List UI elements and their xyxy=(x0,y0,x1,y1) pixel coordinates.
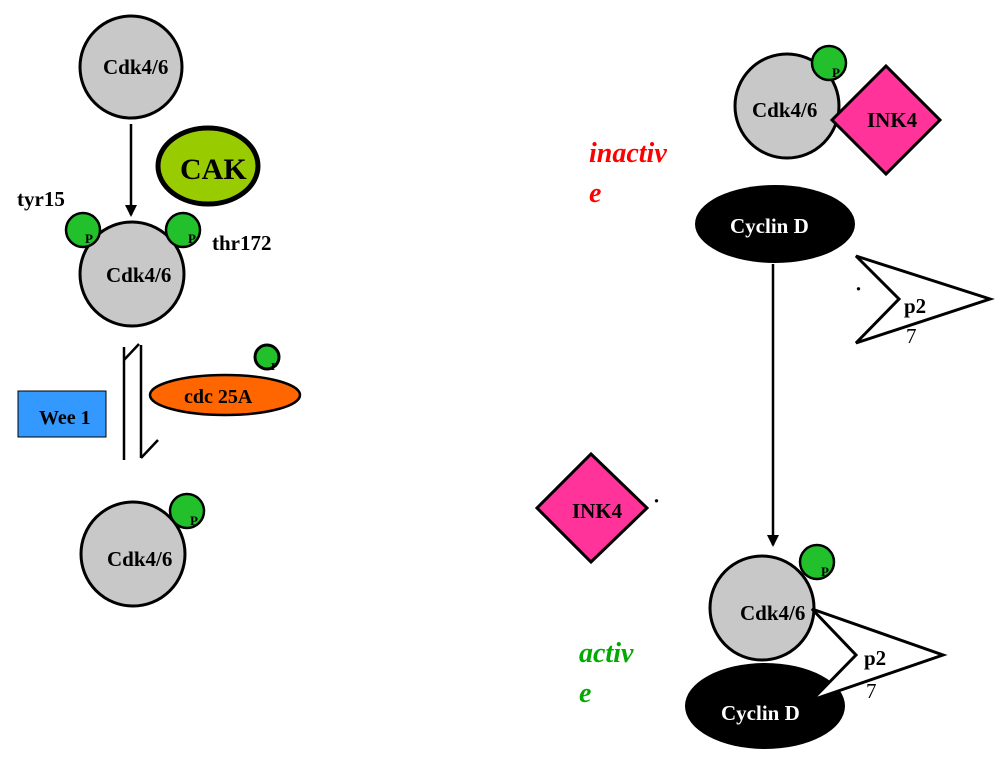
inactive-label-line2: e xyxy=(589,178,601,209)
phosphate-active-label: P xyxy=(821,564,829,579)
equilibrium-arrows xyxy=(122,343,159,460)
cdk-top-label: Cdk4/6 xyxy=(103,55,168,79)
cdc25a-ellipse xyxy=(148,373,302,417)
cdc25a-phosphatase: cdc 25A P xyxy=(148,343,302,417)
p27-free-label-b: 7 xyxy=(906,324,917,348)
phosphate-thr172-label: P xyxy=(188,231,196,246)
p27-bound-icon xyxy=(810,607,948,702)
inactive-complex: P INK4 Cdk4/6 xyxy=(733,44,943,177)
wee1-label: Wee 1 xyxy=(39,407,91,429)
ink4-free: INK4 · xyxy=(534,451,660,565)
inactive-label-line1: inactiv xyxy=(589,138,667,169)
cdc25a-label: cdc 25A xyxy=(184,386,253,408)
ink4-bound-label: INK4 xyxy=(867,108,918,132)
wee1-kinase: Wee 1 xyxy=(17,390,107,438)
p27-free-label-a: p2 xyxy=(904,294,926,318)
p27-bound-label-a: p2 xyxy=(864,646,886,670)
cdk-mid-circle xyxy=(78,220,186,328)
phosphate-tyr15-label: P xyxy=(85,231,93,246)
cdk-mid-label: Cdk4/6 xyxy=(106,263,171,287)
cdk-top: Cdk4/6 xyxy=(78,14,184,120)
phosphate-tyr15-icon xyxy=(64,211,102,249)
active-complex: P Cdk4/6 p2 7 Cyclin D xyxy=(685,543,948,749)
cyclin-d-top-ellipse xyxy=(695,185,855,263)
phosphate-thr172-icon xyxy=(164,211,202,249)
p27-free-icon xyxy=(854,254,995,345)
phosphate-inactive-icon xyxy=(810,44,848,82)
cdk-phosphorylated: Cdk4/6 P P xyxy=(64,211,202,328)
forward-arrow-down-barb xyxy=(140,439,159,459)
wee1-box xyxy=(17,390,107,438)
cdc25a-phosphate-icon xyxy=(253,343,281,371)
cdk-bottom: Cdk4/6 P xyxy=(79,492,206,608)
cdk-inactive-label: Cdk4/6 xyxy=(752,98,817,122)
cak-ellipse xyxy=(155,125,261,207)
ink4-free-label: INK4 xyxy=(572,499,623,523)
ink4-free-icon xyxy=(534,451,650,565)
cak-label: CAK xyxy=(180,153,247,186)
cyclin-d-top: Cyclin D xyxy=(695,185,855,263)
thr172-label: thr172 xyxy=(212,231,272,255)
active-label-line1: activ xyxy=(579,638,634,669)
cdk-bottom-circle xyxy=(79,500,187,608)
cdk-active-label: Cdk4/6 xyxy=(740,601,805,625)
phosphate-inactive-label: P xyxy=(832,65,840,80)
ink4-bound-icon xyxy=(829,63,943,177)
cdk-bottom-label: Cdk4/6 xyxy=(107,547,172,571)
cdk-active-circle xyxy=(708,554,816,662)
reverse-arrow-up-barb xyxy=(123,343,140,361)
ink4-free-dot: · xyxy=(653,489,660,513)
active-label-line2: e xyxy=(579,678,591,709)
phosphate-bottom-icon xyxy=(168,492,206,530)
phosphate-bottom-label: P xyxy=(190,513,198,528)
cyclin-d-top-label: Cyclin D xyxy=(730,214,809,238)
p27-bound-label-b: 7 xyxy=(866,679,877,703)
cdk-top-circle xyxy=(78,14,184,120)
tyr15-label: tyr15 xyxy=(17,187,65,211)
cyclin-d-bottom-ellipse xyxy=(685,663,845,749)
cak-enzyme: CAK xyxy=(155,125,261,207)
p27-free: p2 7 · xyxy=(854,254,995,348)
cdc25a-phosphate-label: P xyxy=(271,361,278,373)
cdk-inactive-circle xyxy=(733,52,841,160)
p27-free-dot: · xyxy=(855,277,862,301)
cyclin-d-bottom-label: Cyclin D xyxy=(721,701,800,725)
phosphate-active-icon xyxy=(798,543,836,581)
